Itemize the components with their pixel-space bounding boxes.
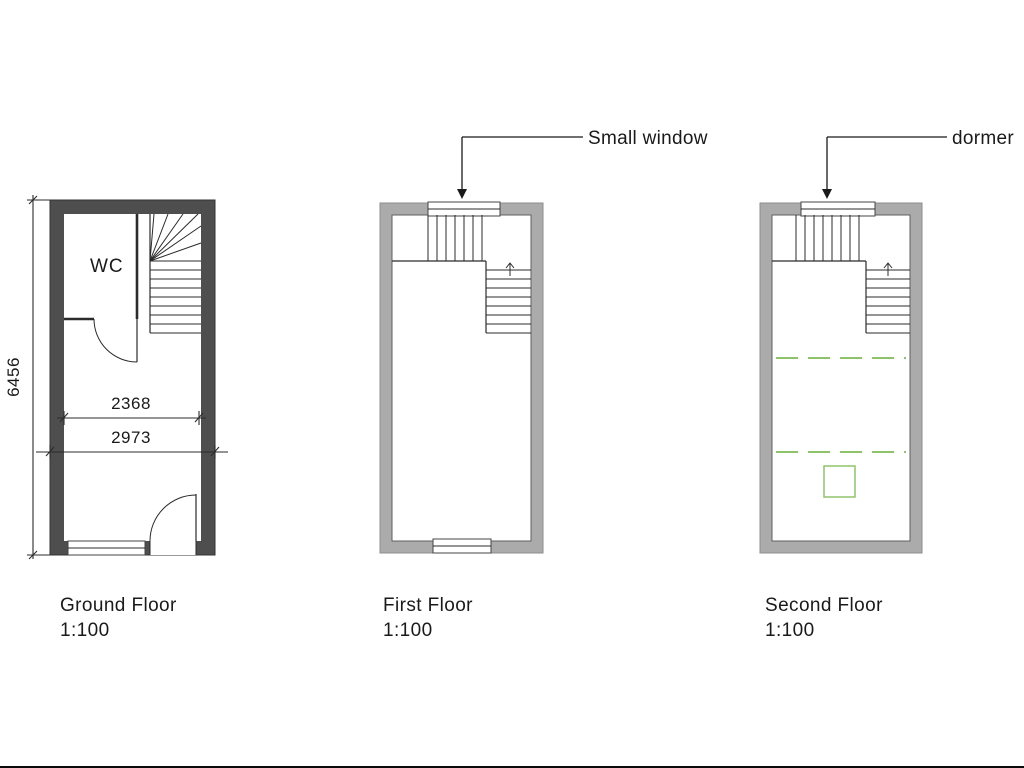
second-floor-scale: 1:100: [765, 620, 815, 641]
wc-room-label: WC: [90, 256, 124, 277]
first-floor-plan: Small window: [379, 128, 708, 554]
rooflight-square-outline: [823, 465, 856, 498]
dimension-outer-width-value: 2973: [111, 428, 151, 447]
ground-staircase: [149, 213, 202, 334]
wc-partition-walls: [64, 214, 139, 321]
ground-entrance-door: [149, 494, 197, 555]
annotation-arrow-icon: [457, 189, 467, 199]
second-floor-plan: dormer: [759, 128, 1014, 554]
second-floor-title: Second Floor: [765, 595, 883, 616]
small-window-annotation: Small window: [457, 128, 708, 199]
dimension-height: 6456: [4, 195, 50, 560]
ground-floor-title: Ground Floor: [60, 595, 177, 616]
stair-treads-upper: [804, 215, 860, 261]
first-bottom-window: [432, 538, 492, 554]
wc-door: [93, 318, 138, 363]
first-top-window: [427, 201, 501, 217]
second-interior: [771, 214, 911, 542]
ground-floor-plan: WC 2368 2973: [4, 195, 228, 560]
small-window-label: Small window: [588, 128, 708, 149]
dormer-annotation: dormer: [822, 128, 1014, 199]
stair-direction-arrow: [883, 262, 893, 276]
ground-floor-scale: 1:100: [60, 620, 110, 641]
first-floor-scale: 1:100: [383, 620, 433, 641]
ground-floor-caption: Ground Floor 1:100: [60, 593, 177, 643]
second-staircase: [772, 215, 910, 334]
stair-treads-upper: [436, 215, 483, 261]
stair-treads: [150, 260, 201, 334]
winder-fan: [149, 213, 202, 262]
first-staircase: [392, 215, 531, 334]
first-interior: [391, 214, 532, 542]
first-floor-caption: First Floor 1:100: [383, 593, 473, 643]
ground-bottom-window: [67, 540, 146, 556]
stair-direction-arrow: [505, 262, 515, 276]
dimension-height-value: 6456: [4, 357, 23, 397]
stair-treads-side: [866, 269, 910, 334]
second-top-window: [800, 201, 876, 217]
first-floor-title: First Floor: [383, 595, 473, 616]
dimension-inner-width-value: 2368: [111, 394, 151, 413]
dimension-inner-width: 2368: [57, 394, 206, 425]
sheet-bottom-edge: [0, 766, 1024, 768]
ground-interior: [64, 214, 201, 541]
stair-treads-side: [486, 269, 531, 334]
second-floor-caption: Second Floor 1:100: [765, 593, 883, 643]
headroom-dashed-lines: [776, 357, 906, 453]
annotation-arrow-icon: [822, 189, 832, 199]
dormer-label: dormer: [952, 128, 1014, 149]
dimension-outer-width: 2973: [36, 428, 228, 459]
